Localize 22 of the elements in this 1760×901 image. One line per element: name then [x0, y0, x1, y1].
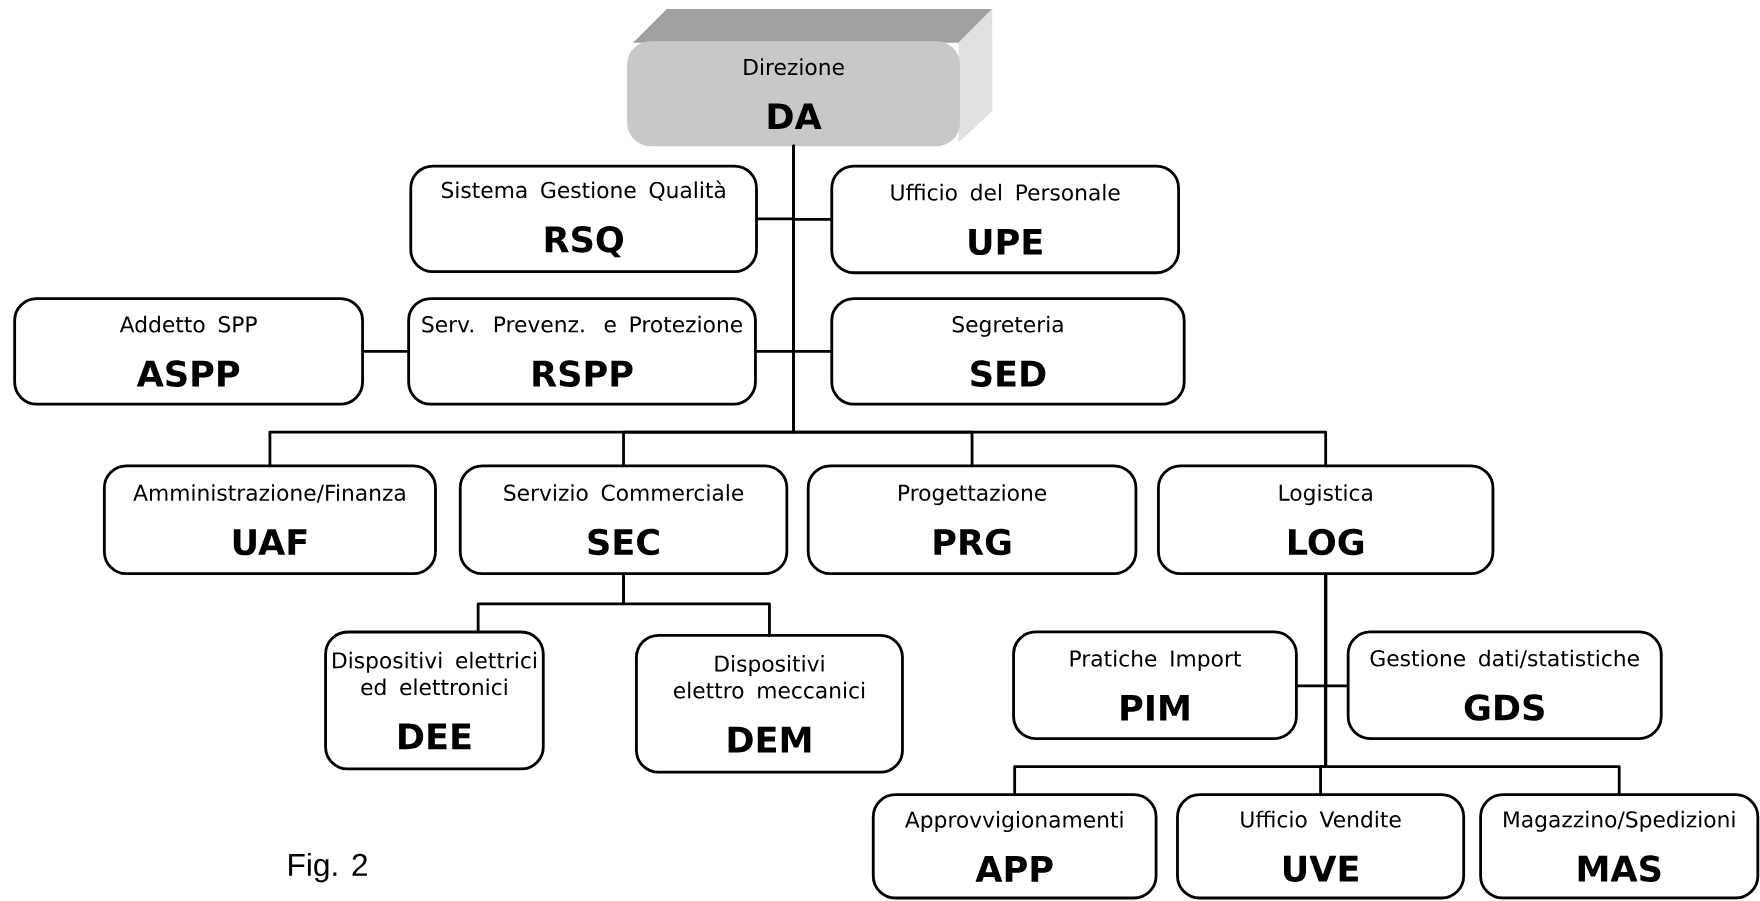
unit-box: Segreteria SED	[830, 297, 1186, 406]
unit-box: Progettazione PRG	[806, 464, 1138, 575]
unit-box: Servizio Commerciale SEC	[458, 464, 789, 575]
unit-box: Gestione dati/statistiche GDS	[1346, 630, 1663, 740]
unit-box: Logistica LOG	[1157, 464, 1495, 575]
unit-box: Serv. Prevenz. e Protezione RSPP	[407, 297, 757, 406]
connector-line	[1324, 573, 1621, 796]
connector-line	[622, 573, 771, 637]
unit-box: Amministrazione/Finanza UAF	[102, 464, 437, 575]
management-block: Direzione DA	[627, 8, 993, 146]
unit-box: Ufficio del Personale UPE	[830, 164, 1180, 274]
connector-line	[792, 144, 1328, 468]
unit-box: Approvvigionamenti APP	[871, 793, 1158, 900]
unit-box: Dispositivi elettro meccanici DEM	[635, 633, 904, 774]
unit-box: Sistema Gestione Qualità RSQ	[409, 164, 758, 273]
figure-caption: Fig. 2	[289, 852, 367, 883]
unit-box: Magazzino/Spedizioni MAS	[1479, 793, 1760, 900]
unit-box: Pratiche Import PIM	[1012, 630, 1298, 740]
unit-box: Addetto SPP ASPP	[13, 297, 364, 406]
connector-line	[362, 349, 409, 353]
unit-box: Dispositivi elettrici ed elettronici DEE	[324, 630, 545, 771]
unit-box: Ufficio Vendite UVE	[1176, 793, 1466, 900]
